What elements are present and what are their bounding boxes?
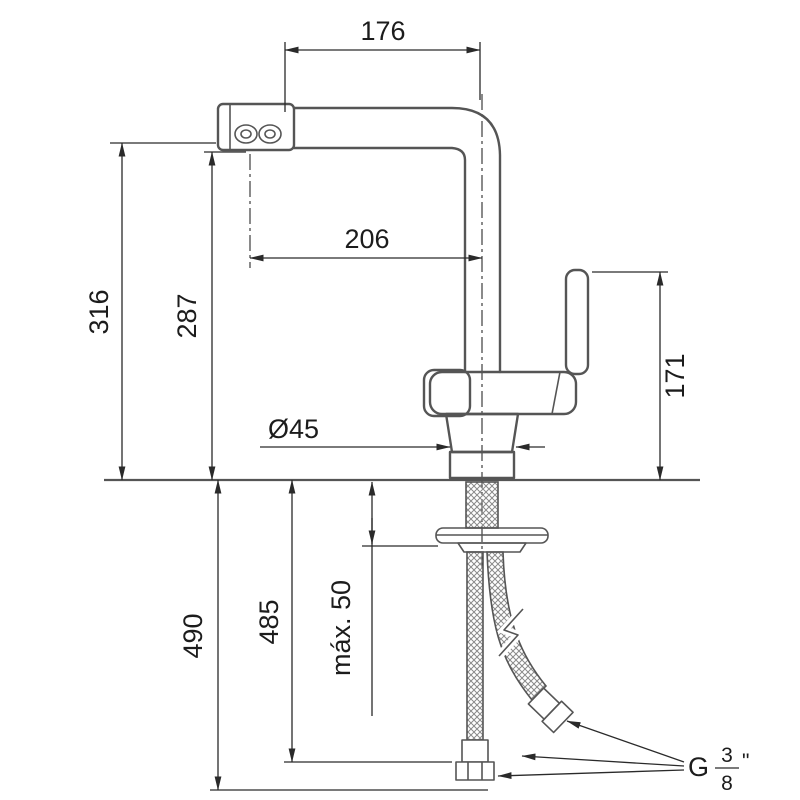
mounting-flange [435,527,549,553]
dim-label-206: 206 [344,224,389,254]
thread-callout: G 3 8 " [497,720,749,795]
handle-lever [564,268,590,376]
spout-arm-and-pipe [292,106,502,374]
thread-label-prefix: G [688,752,709,782]
dim-label-316: 316 [84,289,114,334]
thread-fraction-numerator: 3 [721,744,733,767]
supply-hose-curved [486,551,574,734]
dim-spout-reach: 206 [249,224,483,262]
hose-nut [455,761,495,781]
supply-hose-straight [455,551,495,781]
mixer-body [422,368,578,480]
dim-top-width: 176 [284,16,481,112]
dim-max-thickness: máx. 50 [326,481,438,716]
spout-head [216,102,296,152]
faucet-outline [104,94,700,781]
dim-label-287: 287 [172,293,202,338]
threaded-shank [465,481,499,529]
dim-label-171: 171 [660,353,690,398]
dim-label-diameter: Ø45 [268,414,319,444]
dim-height-handle: 171 [592,271,690,481]
dim-height-total: 316 [84,142,216,481]
dim-depth-below: 490 [178,479,488,791]
hose-nut [541,700,574,734]
dim-height-spout: 287 [172,151,246,481]
filtered-outlet-icon [258,124,282,144]
aerator-outlet-icon [234,124,258,144]
dim-label-485: 485 [254,599,284,644]
dim-hose-length: 485 [254,479,452,763]
dim-label-176: 176 [360,16,405,46]
hose-break-symbol [498,608,524,657]
hose-fitting [461,739,489,763]
dim-label-490: 490 [178,613,208,658]
dim-base-diameter: Ø45 [260,414,545,451]
base-cylinder [448,450,516,480]
thread-fraction-denominator: 8 [721,772,733,795]
thread-inch-mark: " [742,750,749,773]
dim-label-max50: máx. 50 [326,580,356,676]
